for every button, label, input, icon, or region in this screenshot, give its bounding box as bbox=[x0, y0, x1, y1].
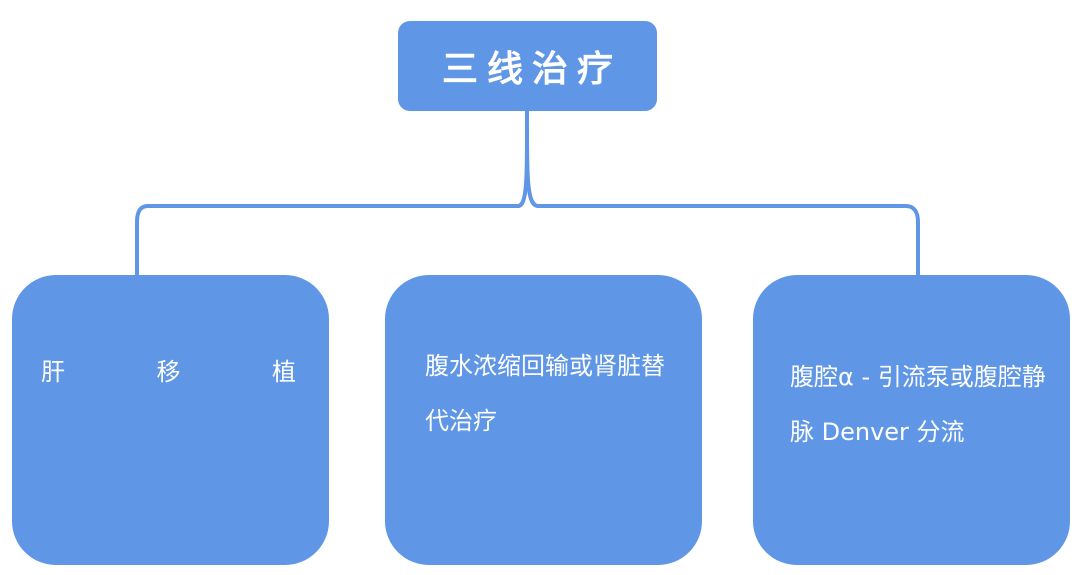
child-node-peritoneal-drainage: 腹腔α - 引流泵或腹腔静脉 Denver 分流 bbox=[753, 275, 1070, 565]
child-node-label: 腹腔α - 引流泵或腹腔静脉 Denver 分流 bbox=[790, 363, 1046, 446]
connector-root-to-right bbox=[524, 110, 920, 275]
child-node-char: 植 bbox=[272, 358, 296, 386]
child-node-label: 腹水浓缩回输或肾脏替代治疗 bbox=[425, 352, 665, 435]
child-node-liver-transplant: 肝 移 植 bbox=[12, 275, 329, 565]
root-node: 三线治疗 bbox=[398, 21, 657, 111]
child-node-ascites-reinfusion: 腹水浓缩回输或肾脏替代治疗 bbox=[385, 275, 702, 565]
root-node-label: 三线治疗 bbox=[441, 49, 622, 90]
child-node-char: 移 bbox=[156, 358, 181, 386]
child-node-label: 肝 移 植 bbox=[41, 354, 296, 390]
child-node-char: 肝 bbox=[41, 358, 65, 386]
connector-root-to-left bbox=[135, 110, 530, 275]
